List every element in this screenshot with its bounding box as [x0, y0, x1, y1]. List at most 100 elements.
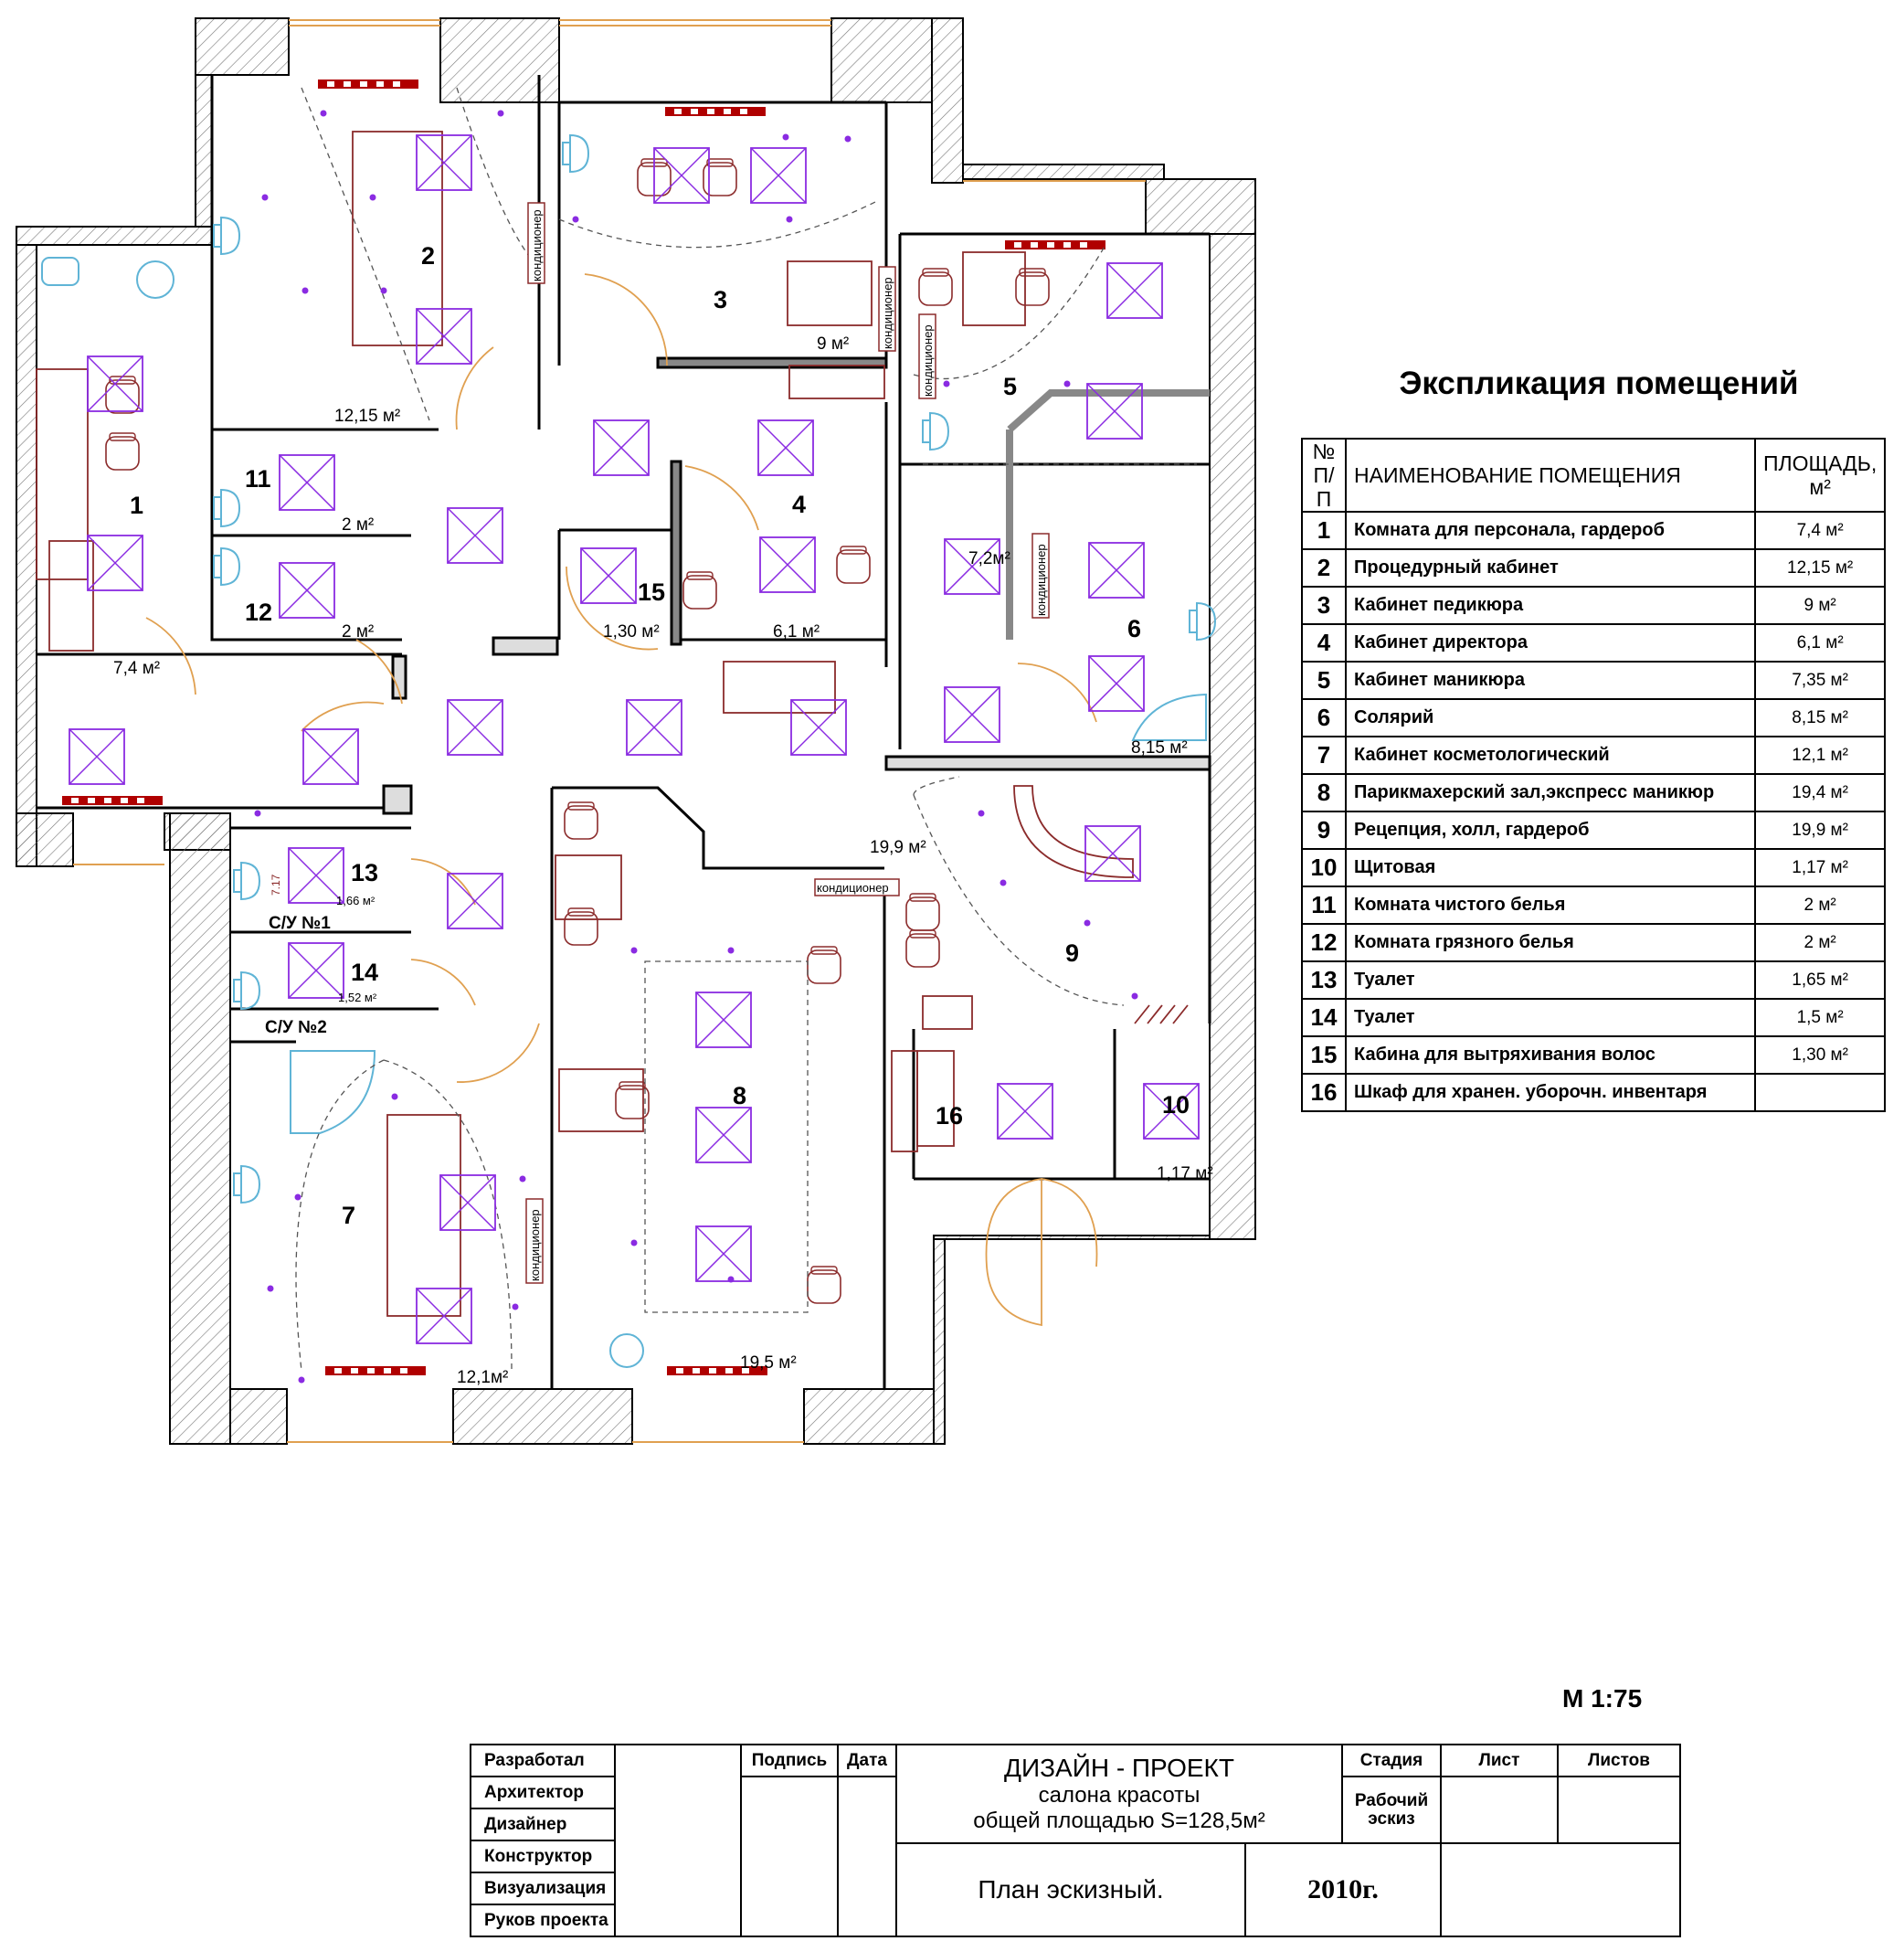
wc2-label: С/У №2: [265, 1018, 327, 1037]
room-number-7: 7: [342, 1202, 355, 1229]
row-name: Кабинет маникюра: [1345, 661, 1756, 700]
row-num: 3: [1301, 586, 1347, 625]
row-area: 19,9 м²: [1753, 811, 1887, 850]
row-name: Рецепция, холл, гардероб: [1345, 811, 1756, 850]
date-header: Дата: [837, 1744, 897, 1777]
project-subtitle: салона красоты: [1038, 1783, 1201, 1808]
row-name: Кабинет директора: [1345, 623, 1756, 663]
row-name: Туалет: [1345, 998, 1756, 1037]
stage-value: Рабочий эскиз: [1341, 1776, 1442, 1844]
explication-header-row: № П/П НАИМЕНОВАНИЕ ПОМЕЩЕНИЯ ПЛОЩАДЬ, м²: [1301, 438, 1887, 513]
row-name: Солярий: [1345, 698, 1756, 737]
windows: [73, 19, 1146, 1443]
room-area-6: 8,15 м²: [1131, 738, 1188, 758]
ac-label-2: кондиционер: [530, 209, 544, 281]
names-column: [614, 1744, 742, 1937]
ceiling-lamps: [69, 134, 1200, 1344]
row-area: [1753, 1073, 1887, 1112]
room-area-10: 1,17 м²: [1157, 1164, 1213, 1183]
room-number-13: 13: [351, 859, 378, 886]
row-area: 9 м²: [1753, 586, 1887, 625]
spot-lights: [254, 110, 1138, 1384]
room-area-3: 9 м²: [817, 334, 849, 354]
room-area-13: 1,66 м²: [336, 894, 376, 907]
role-architect: Архитектор: [470, 1776, 616, 1809]
row-area: 1,65 м²: [1753, 960, 1887, 1000]
room-number-6: 6: [1127, 615, 1141, 642]
row-num: 12: [1301, 923, 1347, 962]
project-title: ДИЗАЙН - ПРОЕКТ: [1004, 1754, 1234, 1782]
ac-units: кондиционер кондиционер кондиционер конд…: [525, 202, 1050, 1284]
row-area: 7,35 м²: [1753, 661, 1887, 700]
outer-walls: [16, 17, 1256, 1445]
row-name: Туалет: [1345, 960, 1756, 1000]
room-area-4: 6,1 м²: [773, 622, 820, 642]
sheet-header: Лист: [1440, 1744, 1559, 1777]
room-number-10: 10: [1162, 1091, 1190, 1119]
row-num: 9: [1301, 811, 1347, 850]
empty-cell: [1440, 1842, 1681, 1937]
ac-label-5: кондиционер: [921, 324, 935, 397]
row-area: 1,30 м²: [1753, 1035, 1887, 1075]
row-num: 15: [1301, 1035, 1347, 1075]
project-area: общей площадью S=128,5м²: [973, 1808, 1265, 1833]
room-number-14: 14: [351, 959, 378, 986]
ac-label-7: кондиционер: [528, 1209, 542, 1281]
room-number-16: 16: [936, 1102, 963, 1130]
scale-label: М 1:75: [1562, 1684, 1643, 1713]
row-area: 2 м²: [1753, 886, 1887, 925]
stage-header: Стадия: [1341, 1744, 1442, 1777]
room-area-2: 12,15 м²: [334, 407, 400, 426]
header-num: № П/П: [1301, 438, 1347, 513]
row-num: 6: [1301, 698, 1347, 737]
row-name: Кабина для вытряхивания волос: [1345, 1035, 1756, 1075]
role-project-lead: Руков проекта: [470, 1904, 616, 1937]
title-block: Разработал Архитектор Дизайнер Конструкт…: [470, 1744, 1681, 1937]
header-name: НАИМЕНОВАНИЕ ПОМЕЩЕНИЯ: [1345, 438, 1756, 513]
sheets-value: [1557, 1776, 1681, 1844]
sheet-value: [1440, 1776, 1559, 1844]
room-number-5: 5: [1003, 373, 1017, 400]
date-column: [837, 1776, 897, 1937]
room-area-7: 12,1м²: [457, 1368, 508, 1387]
row-area: 19,4 м²: [1753, 773, 1887, 812]
role-visualization: Визуализация: [470, 1872, 616, 1905]
row-name: Парикмахерский зал,экспресс маникюр: [1345, 773, 1756, 812]
row-name: Комната чистого белья: [1345, 886, 1756, 925]
signature-column: [740, 1776, 839, 1937]
room-area-5: 7,2м²: [968, 549, 1010, 568]
role-constructor: Конструктор: [470, 1840, 616, 1873]
room-number-12: 12: [245, 599, 272, 626]
row-area: 6,1 м²: [1753, 623, 1887, 663]
wc1-label: С/У №1: [269, 914, 331, 933]
doors: [145, 273, 1098, 1327]
room-area-14: 1,52 м²: [338, 991, 377, 1004]
room-area-12: 2 м²: [342, 622, 374, 642]
drawing-name: План эскизный.: [895, 1842, 1246, 1937]
row-name: Кабинет косметологический: [1345, 736, 1756, 775]
header-area: ПЛОЩАДЬ, м²: [1753, 438, 1887, 513]
row-num: 16: [1301, 1073, 1347, 1112]
row-name: Комната грязного белья: [1345, 923, 1756, 962]
room-number-8: 8: [733, 1082, 746, 1109]
row-num: 7: [1301, 736, 1347, 775]
explication-table: № П/П НАИМЕНОВАНИЕ ПОМЕЩЕНИЯ ПЛОЩАДЬ, м²…: [1301, 438, 1887, 1112]
row-area: 1,17 м²: [1753, 848, 1887, 887]
interior-walls: [37, 75, 1211, 1389]
room-number-1: 1: [130, 492, 143, 519]
row-name: Процедурный кабинет: [1345, 548, 1756, 588]
row-name: Щитовая: [1345, 848, 1756, 887]
row-name: Комната для персонала, гардероб: [1345, 511, 1756, 550]
row-area: 12,1 м²: [1753, 736, 1887, 775]
room-number-9: 9: [1065, 939, 1079, 967]
row-num: 2: [1301, 548, 1347, 588]
